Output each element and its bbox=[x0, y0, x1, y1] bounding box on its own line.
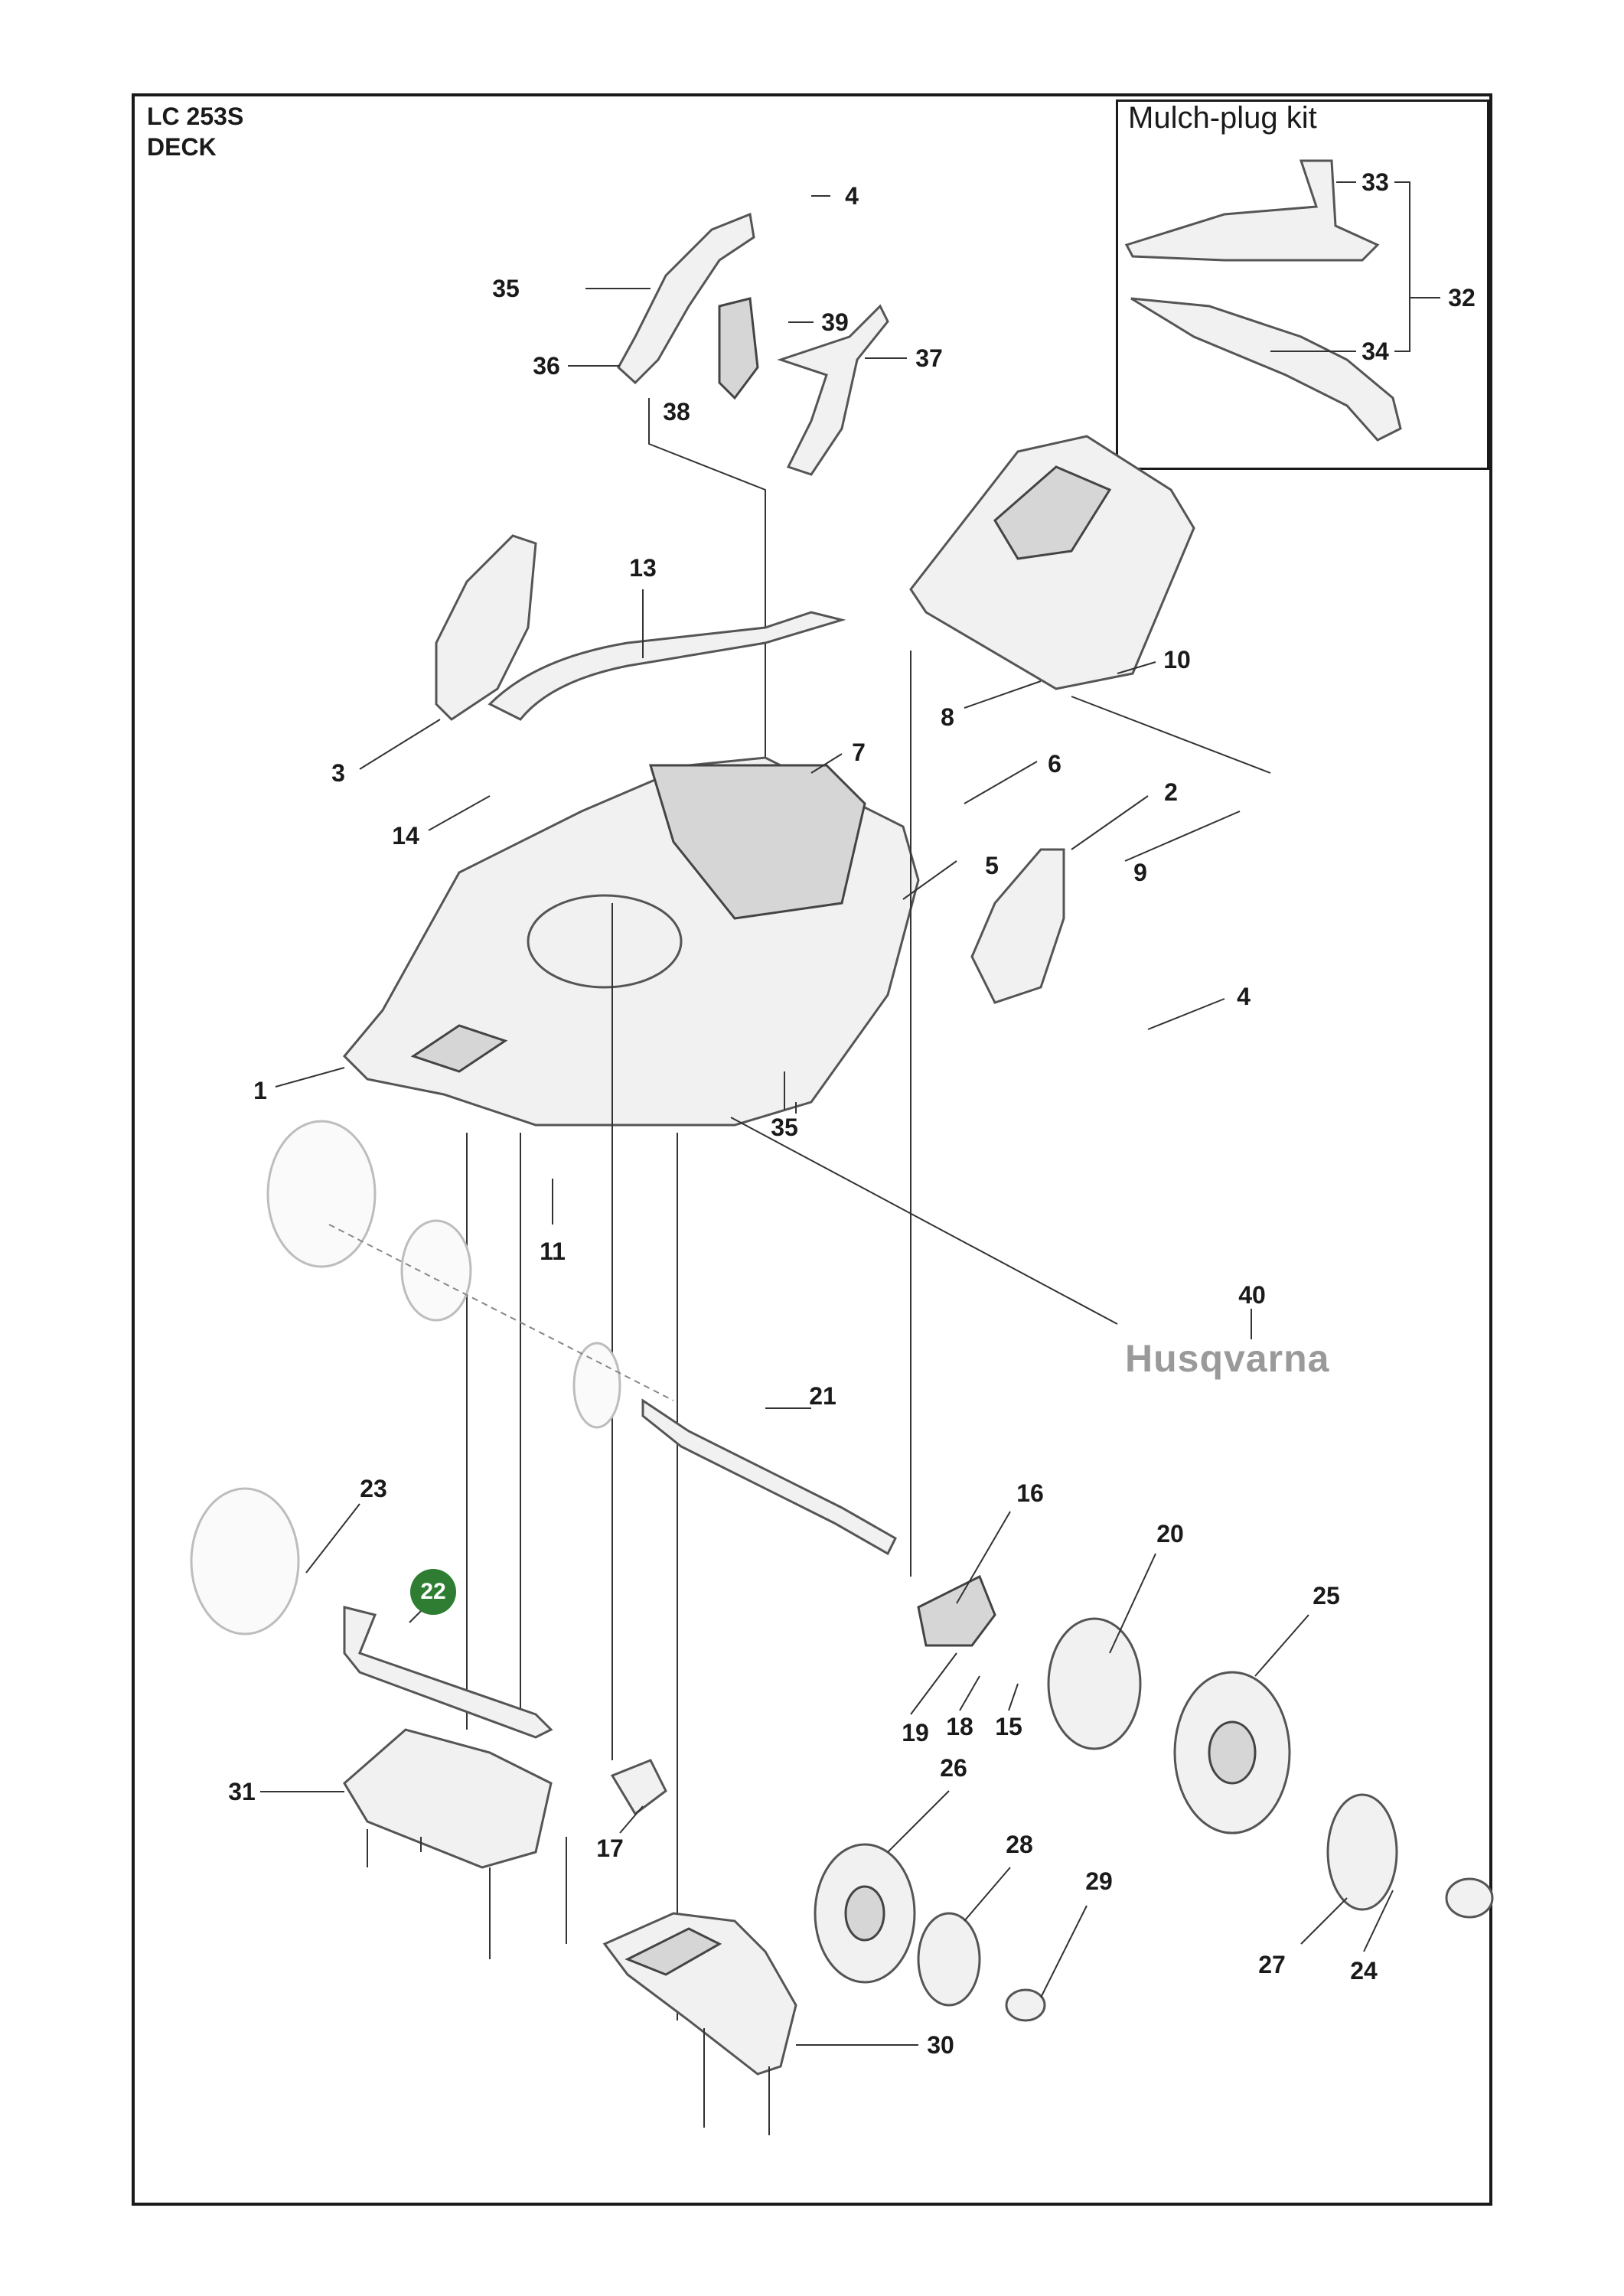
mulch-plug-kit-title: Mulch-plug kit bbox=[1128, 101, 1317, 135]
callout-2: 2 bbox=[1164, 778, 1178, 806]
deck-part bbox=[275, 756, 920, 1127]
callout-16: 16 bbox=[1016, 1479, 1044, 1507]
callout-3: 3 bbox=[331, 759, 345, 787]
callout-21: 21 bbox=[809, 1382, 836, 1410]
mulching-blade-part bbox=[1130, 297, 1402, 442]
callout-24: 24 bbox=[1350, 1957, 1378, 1985]
side-bracket-right bbox=[970, 795, 1149, 1004]
pivot-plate bbox=[610, 1759, 667, 1834]
callout-23: 23 bbox=[360, 1475, 387, 1502]
callout-38: 38 bbox=[663, 398, 690, 426]
callout-39: 39 bbox=[821, 308, 849, 336]
callout-26: 26 bbox=[940, 1754, 967, 1782]
callout-30: 30 bbox=[927, 2031, 954, 2059]
callout-8: 8 bbox=[941, 703, 954, 731]
callout-5: 5 bbox=[985, 852, 999, 879]
callout-14: 14 bbox=[392, 822, 419, 850]
callout-4: 4 bbox=[845, 182, 859, 210]
lower-handle-bar bbox=[488, 611, 846, 721]
callout-9: 9 bbox=[1133, 859, 1147, 886]
rear-bracket bbox=[260, 1728, 567, 1959]
callout-36: 36 bbox=[533, 352, 560, 380]
callout-1: 1 bbox=[253, 1077, 267, 1104]
section-title: DECK bbox=[147, 133, 217, 161]
diagram-frame bbox=[132, 93, 1492, 2206]
callout-35: 35 bbox=[771, 1114, 798, 1141]
side-bracket-left bbox=[359, 534, 537, 770]
rod-part bbox=[1071, 696, 1271, 774]
callout-32: 32 bbox=[1448, 284, 1476, 311]
mulch-plug-part bbox=[1124, 159, 1380, 262]
rear-wheel-ghost bbox=[266, 1120, 674, 1429]
cover-part bbox=[909, 435, 1195, 709]
callout-17: 17 bbox=[596, 1835, 624, 1862]
callout-27: 27 bbox=[1258, 1951, 1286, 1978]
hub-cap-right bbox=[1300, 1793, 1494, 1952]
height-adjuster bbox=[917, 1511, 1011, 1647]
callout-33: 33 bbox=[1361, 168, 1389, 196]
callout-34: 34 bbox=[1361, 338, 1389, 365]
callout-13: 13 bbox=[629, 554, 657, 582]
callout-19: 19 bbox=[902, 1719, 929, 1746]
highlighted-part-badge: 22 bbox=[410, 1569, 456, 1615]
callout-35: 35 bbox=[492, 275, 520, 302]
wheel-cap-disc bbox=[1047, 1553, 1156, 1750]
front-wheel-left bbox=[814, 1790, 950, 1984]
front-wheel-right bbox=[1173, 1614, 1309, 1835]
callout-20: 20 bbox=[1156, 1520, 1184, 1548]
callout-28: 28 bbox=[1006, 1831, 1033, 1858]
axle-part bbox=[641, 1398, 897, 1556]
mulch-plug-kit-box bbox=[1116, 99, 1489, 470]
husqvarna-logo: Husqvarna bbox=[1125, 1337, 1330, 1380]
handle-top-assembly bbox=[568, 195, 907, 918]
rear-axle-rod bbox=[343, 1606, 553, 1739]
rear-deflector bbox=[602, 1912, 918, 2135]
model-title: LC 253S bbox=[147, 103, 244, 130]
callout-31: 31 bbox=[228, 1778, 256, 1805]
callout-4: 4 bbox=[1237, 983, 1251, 1010]
callout-7: 7 bbox=[852, 739, 866, 766]
hub-cap-left bbox=[917, 1867, 1088, 2022]
callout-40: 40 bbox=[1238, 1281, 1266, 1309]
callout-18: 18 bbox=[946, 1713, 973, 1740]
callout-37: 37 bbox=[915, 344, 943, 372]
callout-6: 6 bbox=[1048, 750, 1061, 778]
callout-29: 29 bbox=[1085, 1867, 1113, 1895]
callout-10: 10 bbox=[1163, 646, 1191, 673]
callout-25: 25 bbox=[1313, 1582, 1340, 1609]
rear-wheel bbox=[190, 1487, 360, 1636]
callout-15: 15 bbox=[995, 1713, 1022, 1740]
callout-11: 11 bbox=[540, 1238, 566, 1265]
